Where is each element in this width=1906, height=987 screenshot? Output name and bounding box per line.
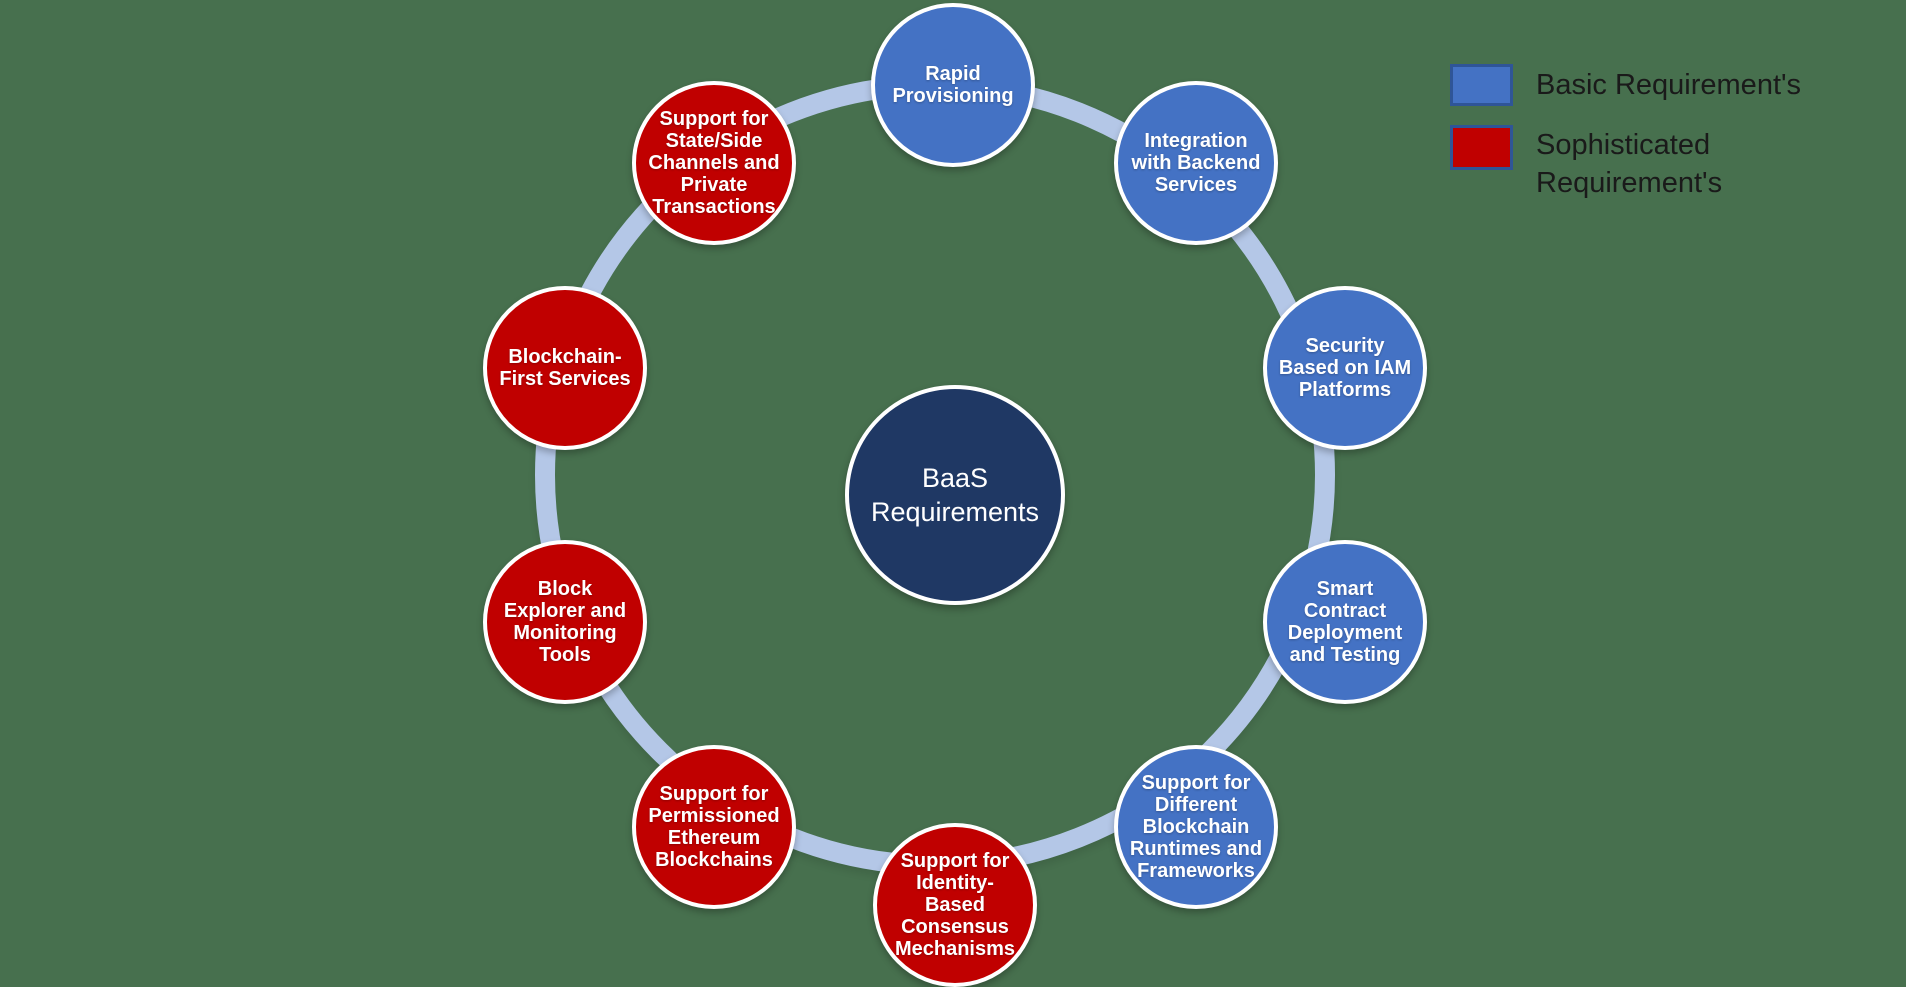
node-security-iam-platforms: Security Based on IAM Platforms [1263, 286, 1427, 450]
node-smart-contract-deployment-testing: Smart Contract Deployment and Testing [1263, 540, 1427, 704]
legend-item-sophisticated: Sophisticated Requirement's [1450, 125, 1806, 202]
legend-swatch-basic [1450, 64, 1513, 106]
node-blockchain-runtimes-frameworks: Support for Different Blockchain Runtime… [1114, 745, 1278, 909]
node-identity-consensus-mechanisms: Support for Identity- Based Consensus Me… [873, 823, 1037, 987]
node-label: Integration with Backend Services [1131, 130, 1261, 196]
node-label: Security Based on IAM Platforms [1278, 335, 1412, 401]
node-permissioned-ethereum-blockchains: Support for Permissioned Ethereum Blockc… [632, 745, 796, 909]
legend-label-sophisticated: Sophisticated Requirement's [1536, 129, 1723, 199]
legend-swatch-sophisticated [1450, 125, 1513, 170]
node-label: Block Explorer and Monitoring Tools [503, 578, 627, 666]
node-label: Rapid Provisioning [892, 63, 1014, 107]
node-label: Blockchain- First Services [499, 346, 631, 390]
legend-label-basic: Basic Requirement's [1536, 69, 1802, 101]
center-label: BaaS Requirements [870, 463, 1040, 527]
node-label: Support for Permissioned Ethereum Blockc… [648, 783, 780, 871]
node-label: Support for State/Side Channels and Priv… [648, 108, 780, 218]
node-integration-backend-services: Integration with Backend Services [1114, 81, 1278, 245]
node-blockchain-first-services: Blockchain- First Services [483, 286, 647, 450]
node-state-side-channels-private-transactions: Support for State/Side Channels and Priv… [632, 81, 796, 245]
legend-item-basic: Basic Requirement's [1450, 64, 1801, 106]
node-block-explorer-monitoring-tools: Block Explorer and Monitoring Tools [483, 540, 647, 704]
node-rapid-provisioning: Rapid Provisioning [871, 3, 1035, 167]
node-label: Smart Contract Deployment and Testing [1287, 578, 1403, 666]
center-baas-requirements: BaaS Requirements [845, 385, 1065, 605]
node-label: Support for Different Blockchain Runtime… [1129, 772, 1263, 882]
node-label: Support for Identity- Based Consensus Me… [894, 850, 1016, 960]
